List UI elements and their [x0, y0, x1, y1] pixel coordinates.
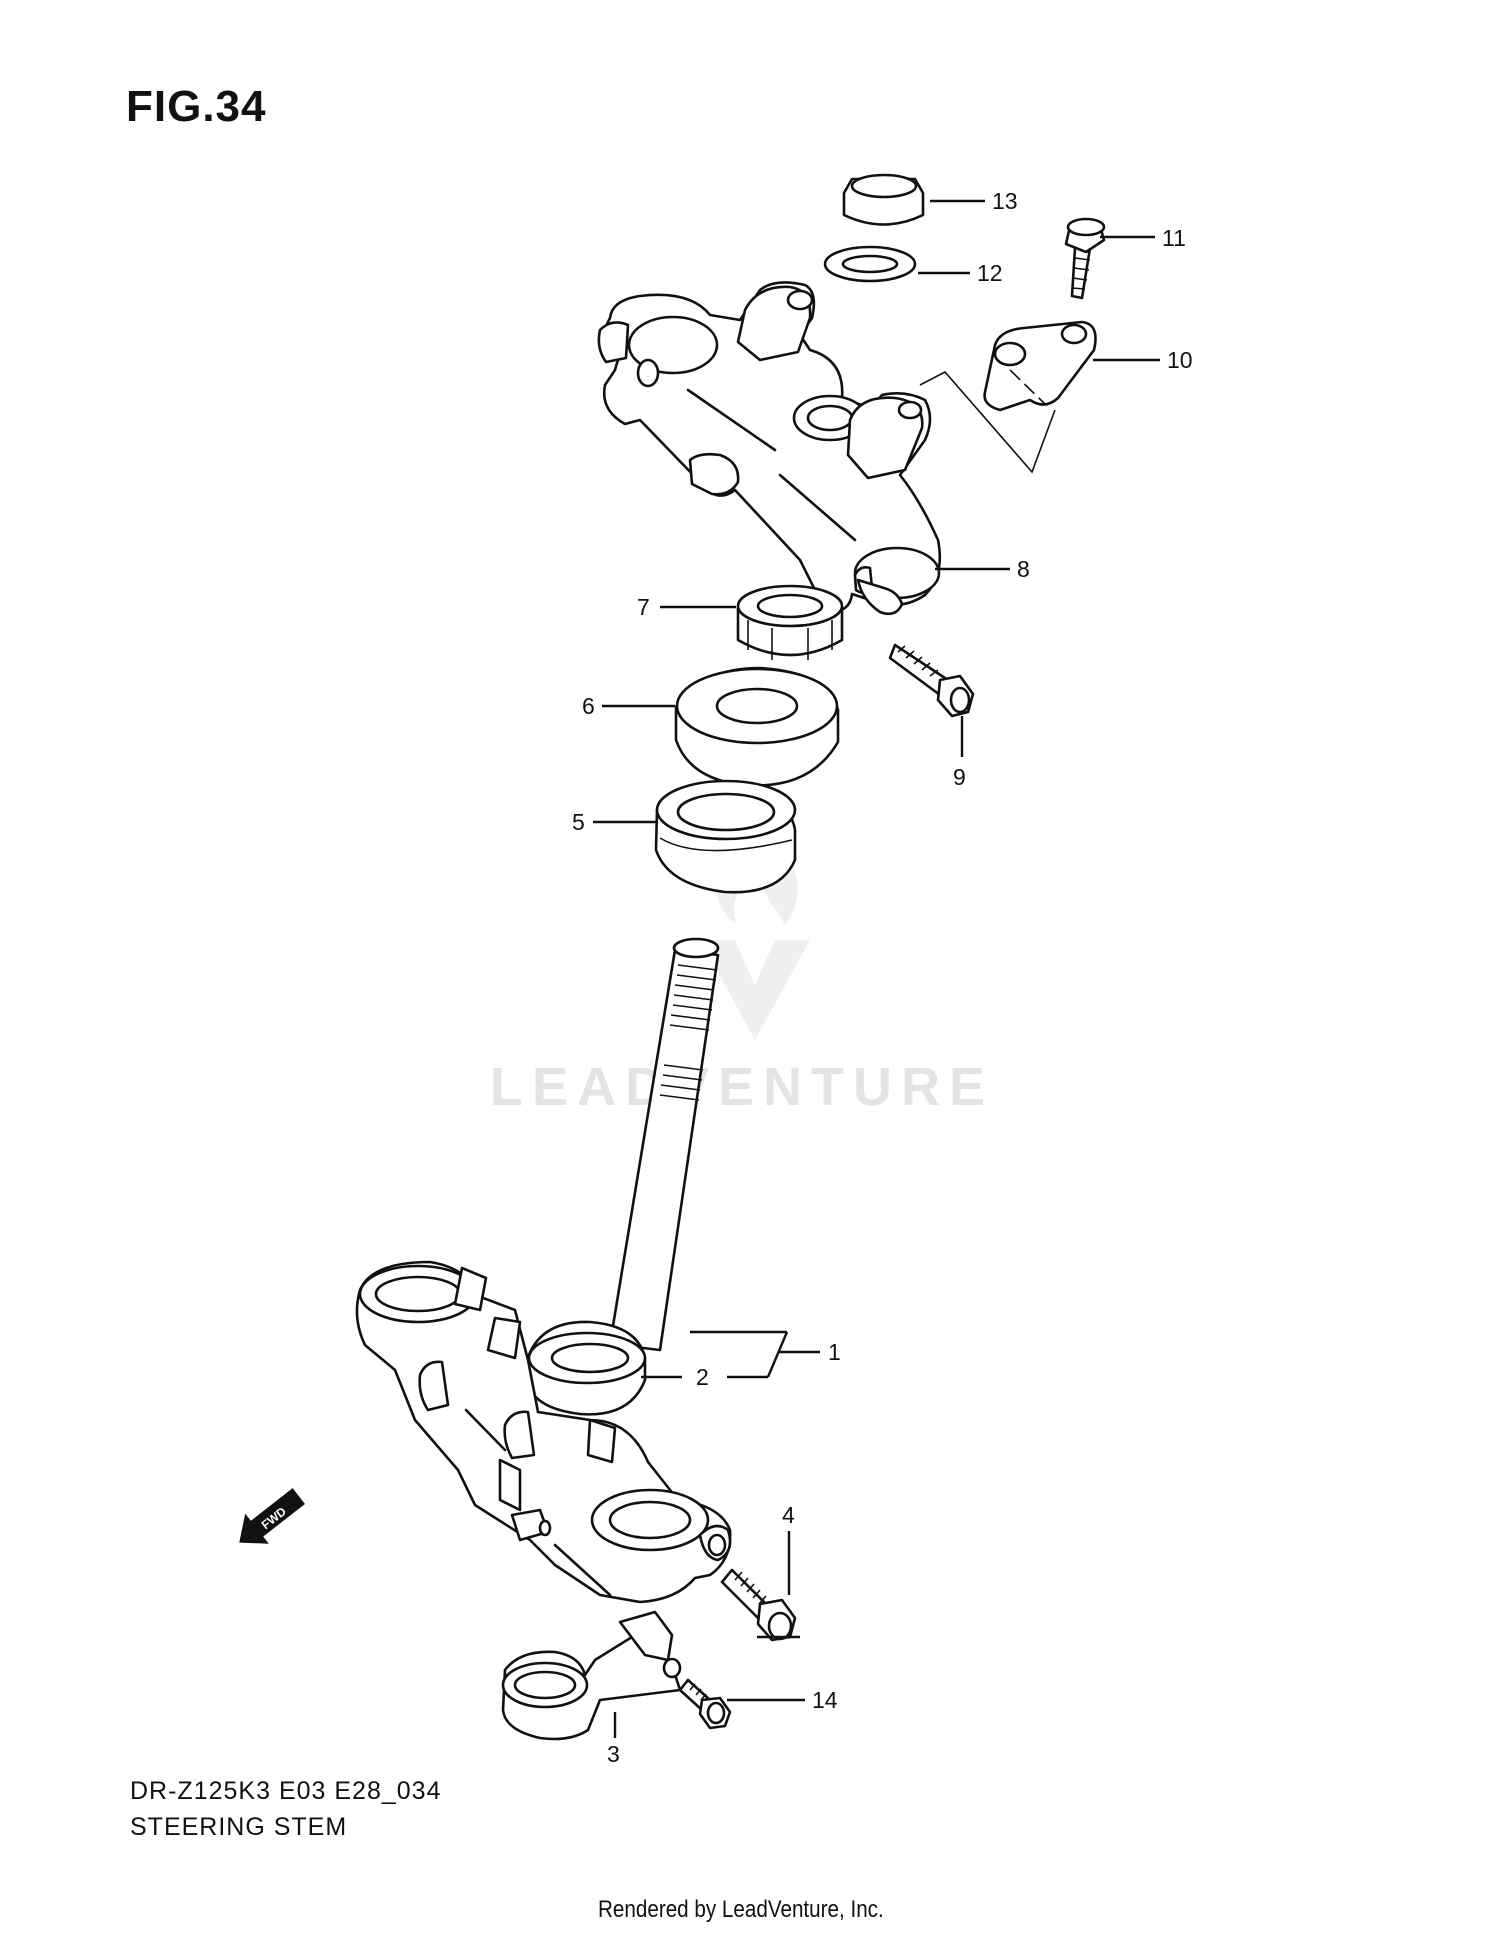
figure-title: FIG.34: [126, 82, 267, 131]
part-4-bolt: [720, 1568, 797, 1642]
callout-4: 4: [782, 1502, 795, 1528]
callout-14: 14: [812, 1687, 838, 1713]
part-10-handlebar-holder: [983, 320, 1097, 412]
leader-lines: [593, 199, 1160, 1738]
watermark-v-logo: [700, 940, 810, 1040]
part-2-bearing: [525, 1320, 647, 1416]
part-13-cap: [842, 173, 925, 226]
part-7-steering-nut: [736, 584, 844, 660]
part-3-cable-guide: [501, 1610, 682, 1741]
part-14-bolt: [678, 1678, 732, 1730]
assembly-name: STEERING STEM: [130, 1813, 348, 1841]
callout-7: 7: [637, 594, 650, 620]
part-12-washer: [823, 245, 917, 283]
part-6-dust-seal: [674, 666, 840, 787]
callout-10: 10: [1167, 347, 1193, 373]
model-code: DR-Z125K3 E03 E28_034: [130, 1777, 442, 1805]
fwd-arrow-icon: FWD: [239, 1488, 305, 1544]
watermark-text: LEADVENTURE: [490, 1057, 994, 1117]
lower-bracket: [355, 1260, 732, 1604]
part-1-steering-stem: [608, 937, 720, 1352]
callout-9: 9: [953, 764, 966, 790]
part-9-bolt: [888, 643, 975, 718]
callout-13: 13: [992, 188, 1018, 214]
callout-12: 12: [977, 260, 1003, 286]
part-8-upper-bracket: [597, 281, 942, 616]
callout-1: 1: [828, 1339, 841, 1365]
callout-6: 6: [582, 693, 595, 719]
callout-11: 11: [1162, 225, 1186, 251]
callout-3: 3: [607, 1741, 620, 1767]
callout-5: 5: [572, 809, 585, 835]
callout-8: 8: [1017, 556, 1030, 582]
part-11-bolt: [1064, 217, 1106, 300]
rendered-by-credit: Rendered by LeadVenture, Inc.: [598, 1896, 884, 1923]
part-5-bearing: [654, 779, 797, 894]
callout-2: 2: [696, 1364, 709, 1390]
